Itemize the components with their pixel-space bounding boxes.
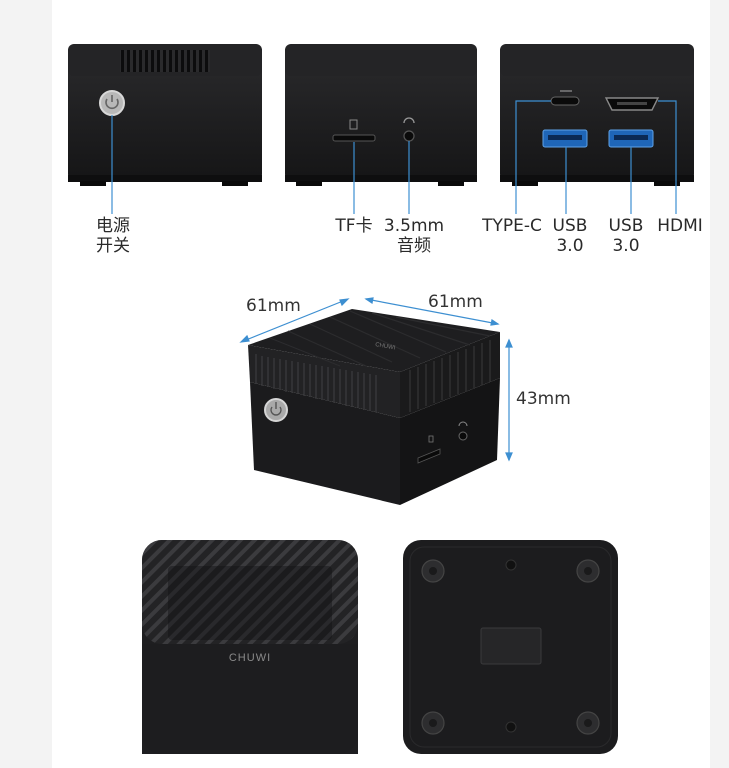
tf-label: TF卡 — [335, 216, 373, 236]
top-panel-view: CHUWI — [142, 540, 358, 754]
isometric-view: CHUWI — [239, 297, 513, 505]
typec-label: TYPE-C — [482, 216, 542, 236]
hdmi-callout-line — [658, 100, 677, 214]
depth-dimension: 61mm — [246, 296, 301, 316]
power-icon — [99, 90, 125, 116]
sd-card-icon — [332, 119, 376, 142]
usb-label-1: USB 3.0 — [552, 216, 588, 256]
power-icon — [264, 398, 288, 422]
usb-a-icon — [542, 129, 588, 148]
rubber-foot-icon — [421, 559, 445, 583]
audio-label: 3.5mm 音频 — [383, 216, 445, 256]
usb-label-2: USB 3.0 — [608, 216, 644, 256]
rubber-foot-icon — [421, 711, 445, 735]
hdmi-icon — [604, 97, 660, 111]
top-logo: CHUWI — [375, 342, 396, 351]
hdmi-label: HDMI — [657, 216, 703, 236]
back-view — [500, 44, 694, 214]
side-view — [285, 44, 477, 214]
usb-c-icon — [550, 90, 580, 106]
underside-view — [403, 540, 618, 754]
height-dimension: 43mm — [516, 389, 571, 409]
width-dimension: 61mm — [428, 292, 483, 312]
spec-label — [480, 627, 542, 665]
back-logo: CHUWI — [229, 652, 271, 664]
power-label: 电源 开关 — [96, 216, 130, 256]
usb-a-icon — [608, 129, 654, 148]
rubber-foot-icon — [576, 559, 600, 583]
typec-callout-line — [515, 100, 551, 182]
rubber-foot-icon — [576, 711, 600, 735]
front-view — [68, 44, 262, 214]
